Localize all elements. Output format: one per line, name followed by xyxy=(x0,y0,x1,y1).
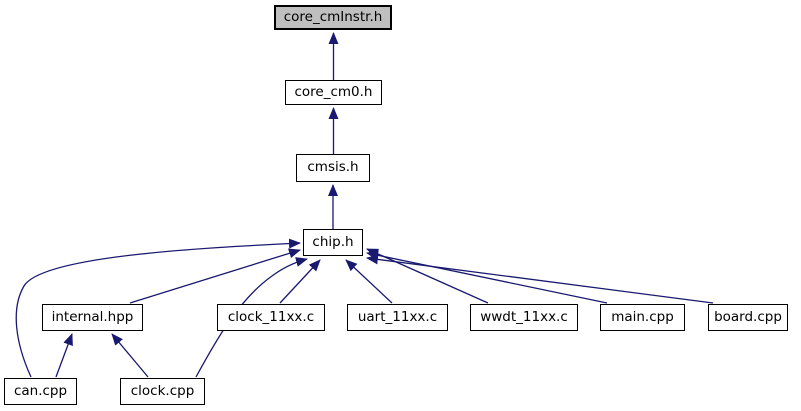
edge-clock_11xx-to-chip xyxy=(279,259,321,304)
edge-wwdt_11xx-to-chip xyxy=(366,248,489,304)
edge-clock-to-internal xyxy=(111,333,149,378)
edge-clock-to-chip xyxy=(195,257,308,378)
node-uart-11xx-c[interactable]: uart_11xx.c xyxy=(347,304,448,331)
node-board-cpp[interactable]: board.cpp xyxy=(708,304,788,331)
node-clock-11xx-c[interactable]: clock_11xx.c xyxy=(217,304,325,331)
node-cmsis-h[interactable]: cmsis.h xyxy=(296,154,370,182)
node-core-cm0-h[interactable]: core_cm0.h xyxy=(285,80,382,105)
edge-main-to-chip xyxy=(366,250,608,304)
node-core-cminstr-h: core_cmInstr.h xyxy=(274,5,392,30)
node-internal-hpp[interactable]: internal.hpp xyxy=(42,304,143,331)
node-can-cpp[interactable]: can.cpp xyxy=(4,378,77,405)
node-clock-cpp[interactable]: clock.cpp xyxy=(120,378,205,405)
edge-can-to-chip xyxy=(15,238,301,378)
edge-board-to-chip xyxy=(366,254,714,304)
edge-uart_11xx-to-chip xyxy=(345,259,393,304)
edge-can-to-internal xyxy=(55,333,73,378)
edge-internal-to-chip xyxy=(129,248,301,304)
node-main-cpp[interactable]: main.cpp xyxy=(600,304,685,331)
node-chip-h[interactable]: chip.h xyxy=(303,229,363,256)
node-wwdt-11xx-c[interactable]: wwdt_11xx.c xyxy=(470,304,578,331)
